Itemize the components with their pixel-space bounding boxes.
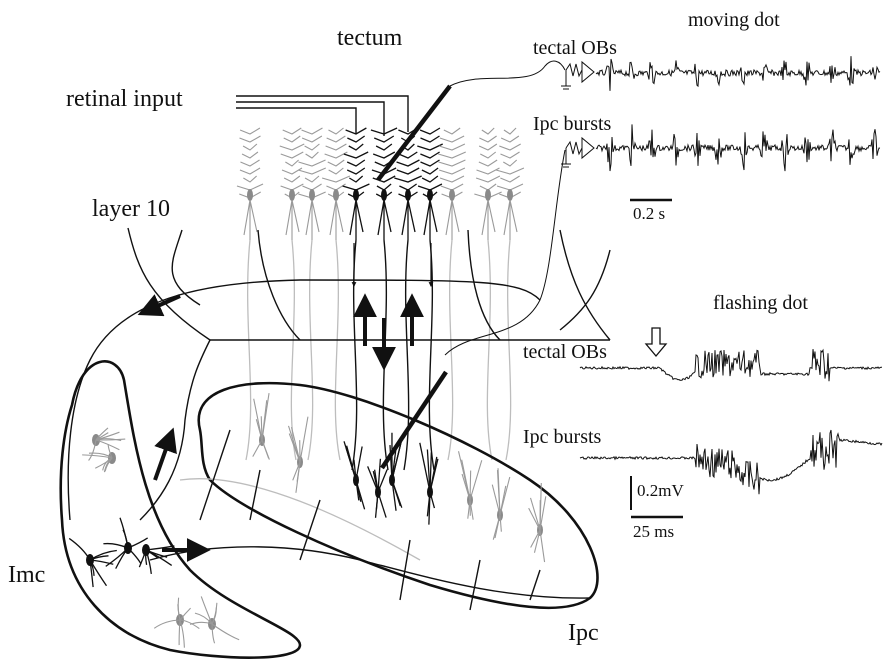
flashing-tectal-obs-label: tectal OBs [523,341,607,363]
ipc-neuron [420,443,438,525]
flashing-tectal-obs-trace [580,349,882,381]
imc-neuron [82,444,116,472]
amplifier-1 [561,62,594,89]
tectal-neuron [496,128,524,460]
ipc-neuron [289,417,308,493]
ipc-neuron [253,393,270,459]
flashing-dot-title: flashing dot [713,292,808,314]
tectal-neuron [438,128,465,460]
imc-neuron [154,598,199,648]
tectal-neuron [371,128,397,470]
moving-scale-label: 0.2 s [633,204,665,223]
moving-tectal-obs-label: tectal OBs [533,37,617,59]
imc-neuron [190,596,239,643]
layer-10-label: layer 10 [92,196,170,222]
imc-label: Imc [8,562,45,588]
stimulus-onset-arrow [646,328,666,356]
ipc-neurons [200,393,546,610]
electrode-lead-wire-tectum [450,61,565,86]
moving-ipc-bursts-trace [596,124,880,171]
electrode-lead-wire-ipc [445,150,565,355]
retinal-input-fibers [236,96,408,136]
moving-time-scale-bar: 0.2 s [630,200,672,223]
flashing-voltage-scale-label: 0.2mV [637,481,684,500]
tectal-neuron [322,128,350,460]
tectal-recording-electrode [378,86,450,180]
layer-10-projections [68,228,610,520]
ipc-neuron [492,468,510,540]
ipc-neuron [459,451,482,519]
ipc-neuron [529,483,546,562]
tectal-neuron [417,128,442,470]
tectal-neuron [474,128,501,460]
tectal-neuron [280,128,305,460]
moving-dot-title: moving dot [688,9,780,31]
moving-tectal-obs-trace [596,56,880,91]
imc-neuron [103,518,147,569]
imc-nucleus-outline [61,361,300,657]
ipc-label: Ipc [568,620,599,646]
tectal-neuron [298,128,326,460]
moving-ipc-bursts-label: Ipc bursts [533,113,612,135]
tectal-neuron [237,128,263,460]
flashing-time-scale-label: 25 ms [633,522,674,541]
amplifier-2 [561,138,594,167]
flashing-scale-bars: 0.2mV 25 ms [631,476,684,541]
flashing-ipc-bursts-label: Ipc bursts [523,426,602,448]
retinal-input-label: retinal input [66,86,183,112]
signal-flow-arrows [142,243,431,550]
imc-neurons [69,428,239,648]
flashing-ipc-bursts-trace [580,430,882,494]
tectum-label: tectum [337,25,403,51]
ipc-recording-electrode [382,372,446,468]
